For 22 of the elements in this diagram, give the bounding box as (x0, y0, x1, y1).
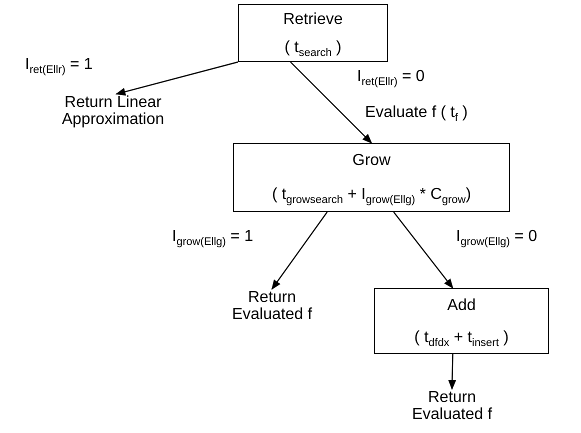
note-text: Evaluate f ( t$_{f}$ ) (365, 104, 468, 122)
process-box (374, 288, 549, 354)
arrow (115, 61, 238, 96)
box-title: Add (447, 296, 476, 314)
cost-formula: ( t$_{growsearch}$ + I$_{grow(Ellg)}$ * C$_{grow}$) (272, 186, 472, 203)
cost-formula: ( t$_{search}$ ) (284, 38, 342, 56)
process-box (238, 4, 388, 62)
outcome-text: Return Evaluated f (230, 289, 314, 323)
edge-label: I$_{grow(Ellg)}$ = 0 (456, 228, 538, 246)
arrow (448, 354, 456, 390)
arrow (271, 212, 328, 290)
process-box (233, 143, 510, 212)
box-title: Retrieve (283, 10, 343, 28)
arrow (290, 62, 372, 144)
edge-label: I$_{ret(Ellr)}$ = 1 (25, 56, 93, 74)
edge-label: I$_{ret(Ellr)}$ = 0 (357, 68, 425, 86)
box-title: Grow (352, 152, 391, 170)
edge-label: I$_{grow(Ellg)}$ = 1 (172, 228, 254, 246)
outcome-text: Return Linear Approximation (60, 94, 166, 128)
outcome-text: Return Evaluated f (410, 389, 494, 423)
arrow (393, 212, 454, 289)
cost-formula: ( t$_{dfdx}$ + t$_{insert}$ ) (414, 328, 509, 346)
